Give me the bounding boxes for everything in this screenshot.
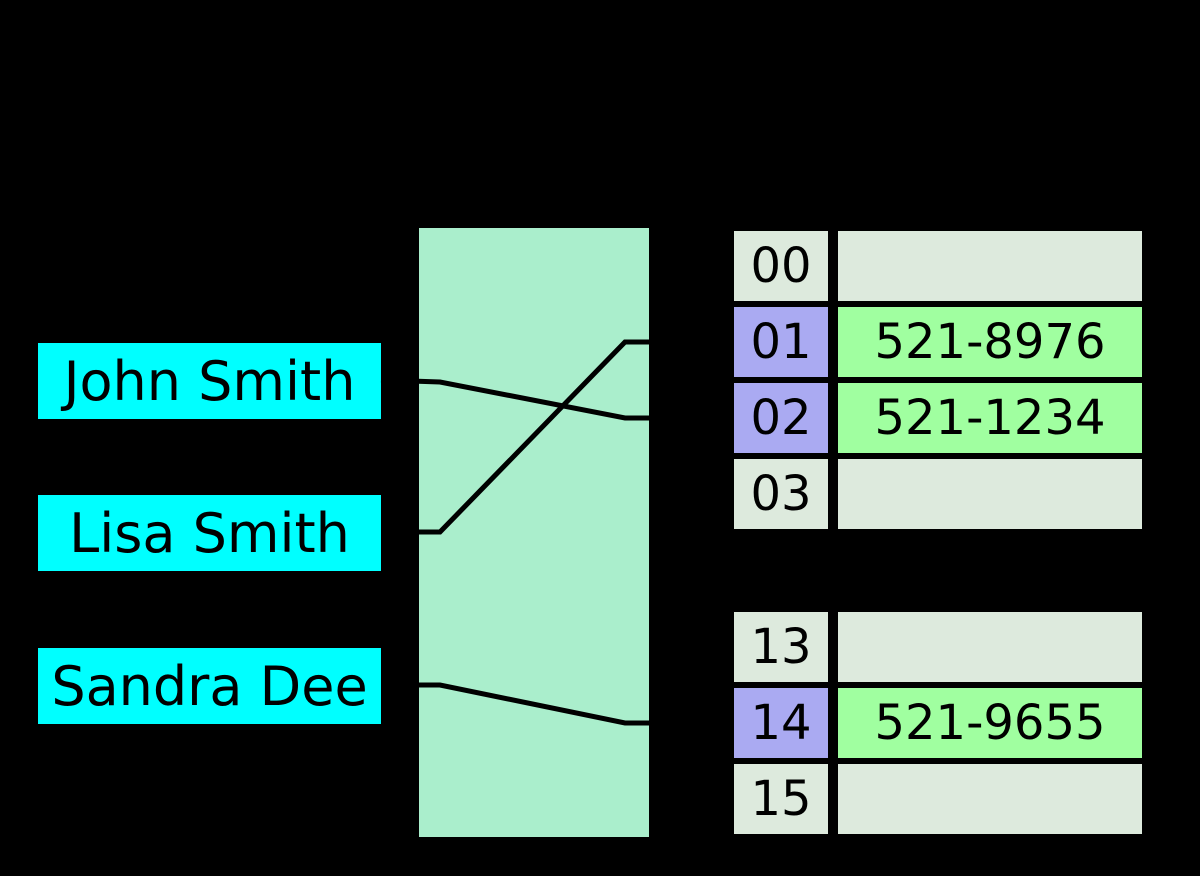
key-box-john-smith: John Smith: [38, 343, 381, 419]
bucket-index-cell: 15: [734, 764, 828, 834]
bucket-index-cell: 03: [734, 459, 828, 529]
bucket-value-cell: [838, 612, 1142, 682]
bucket-index-cell: 01: [734, 307, 828, 377]
key-box-lisa-smith: Lisa Smith: [38, 495, 381, 571]
key-label: Lisa Smith: [69, 501, 350, 565]
bucket-index-cell: 02: [734, 383, 828, 453]
bucket-index-cell: 00: [734, 231, 828, 301]
bucket-value-cell: [838, 231, 1142, 301]
bucket-value-cell: 521-8976: [838, 307, 1142, 377]
bucket-value-cell: 521-1234: [838, 383, 1142, 453]
bucket-value-cell: [838, 764, 1142, 834]
bucket-index-cell: 13: [734, 612, 828, 682]
bucket-index-cell: 14: [734, 688, 828, 758]
hash-function-box: [419, 228, 649, 837]
key-label: John Smith: [63, 349, 356, 413]
bucket-value-cell: [838, 459, 1142, 529]
key-box-sandra-dee: Sandra Dee: [38, 648, 381, 724]
bucket-value-cell: 521-9655: [838, 688, 1142, 758]
key-label: Sandra Dee: [51, 654, 368, 718]
